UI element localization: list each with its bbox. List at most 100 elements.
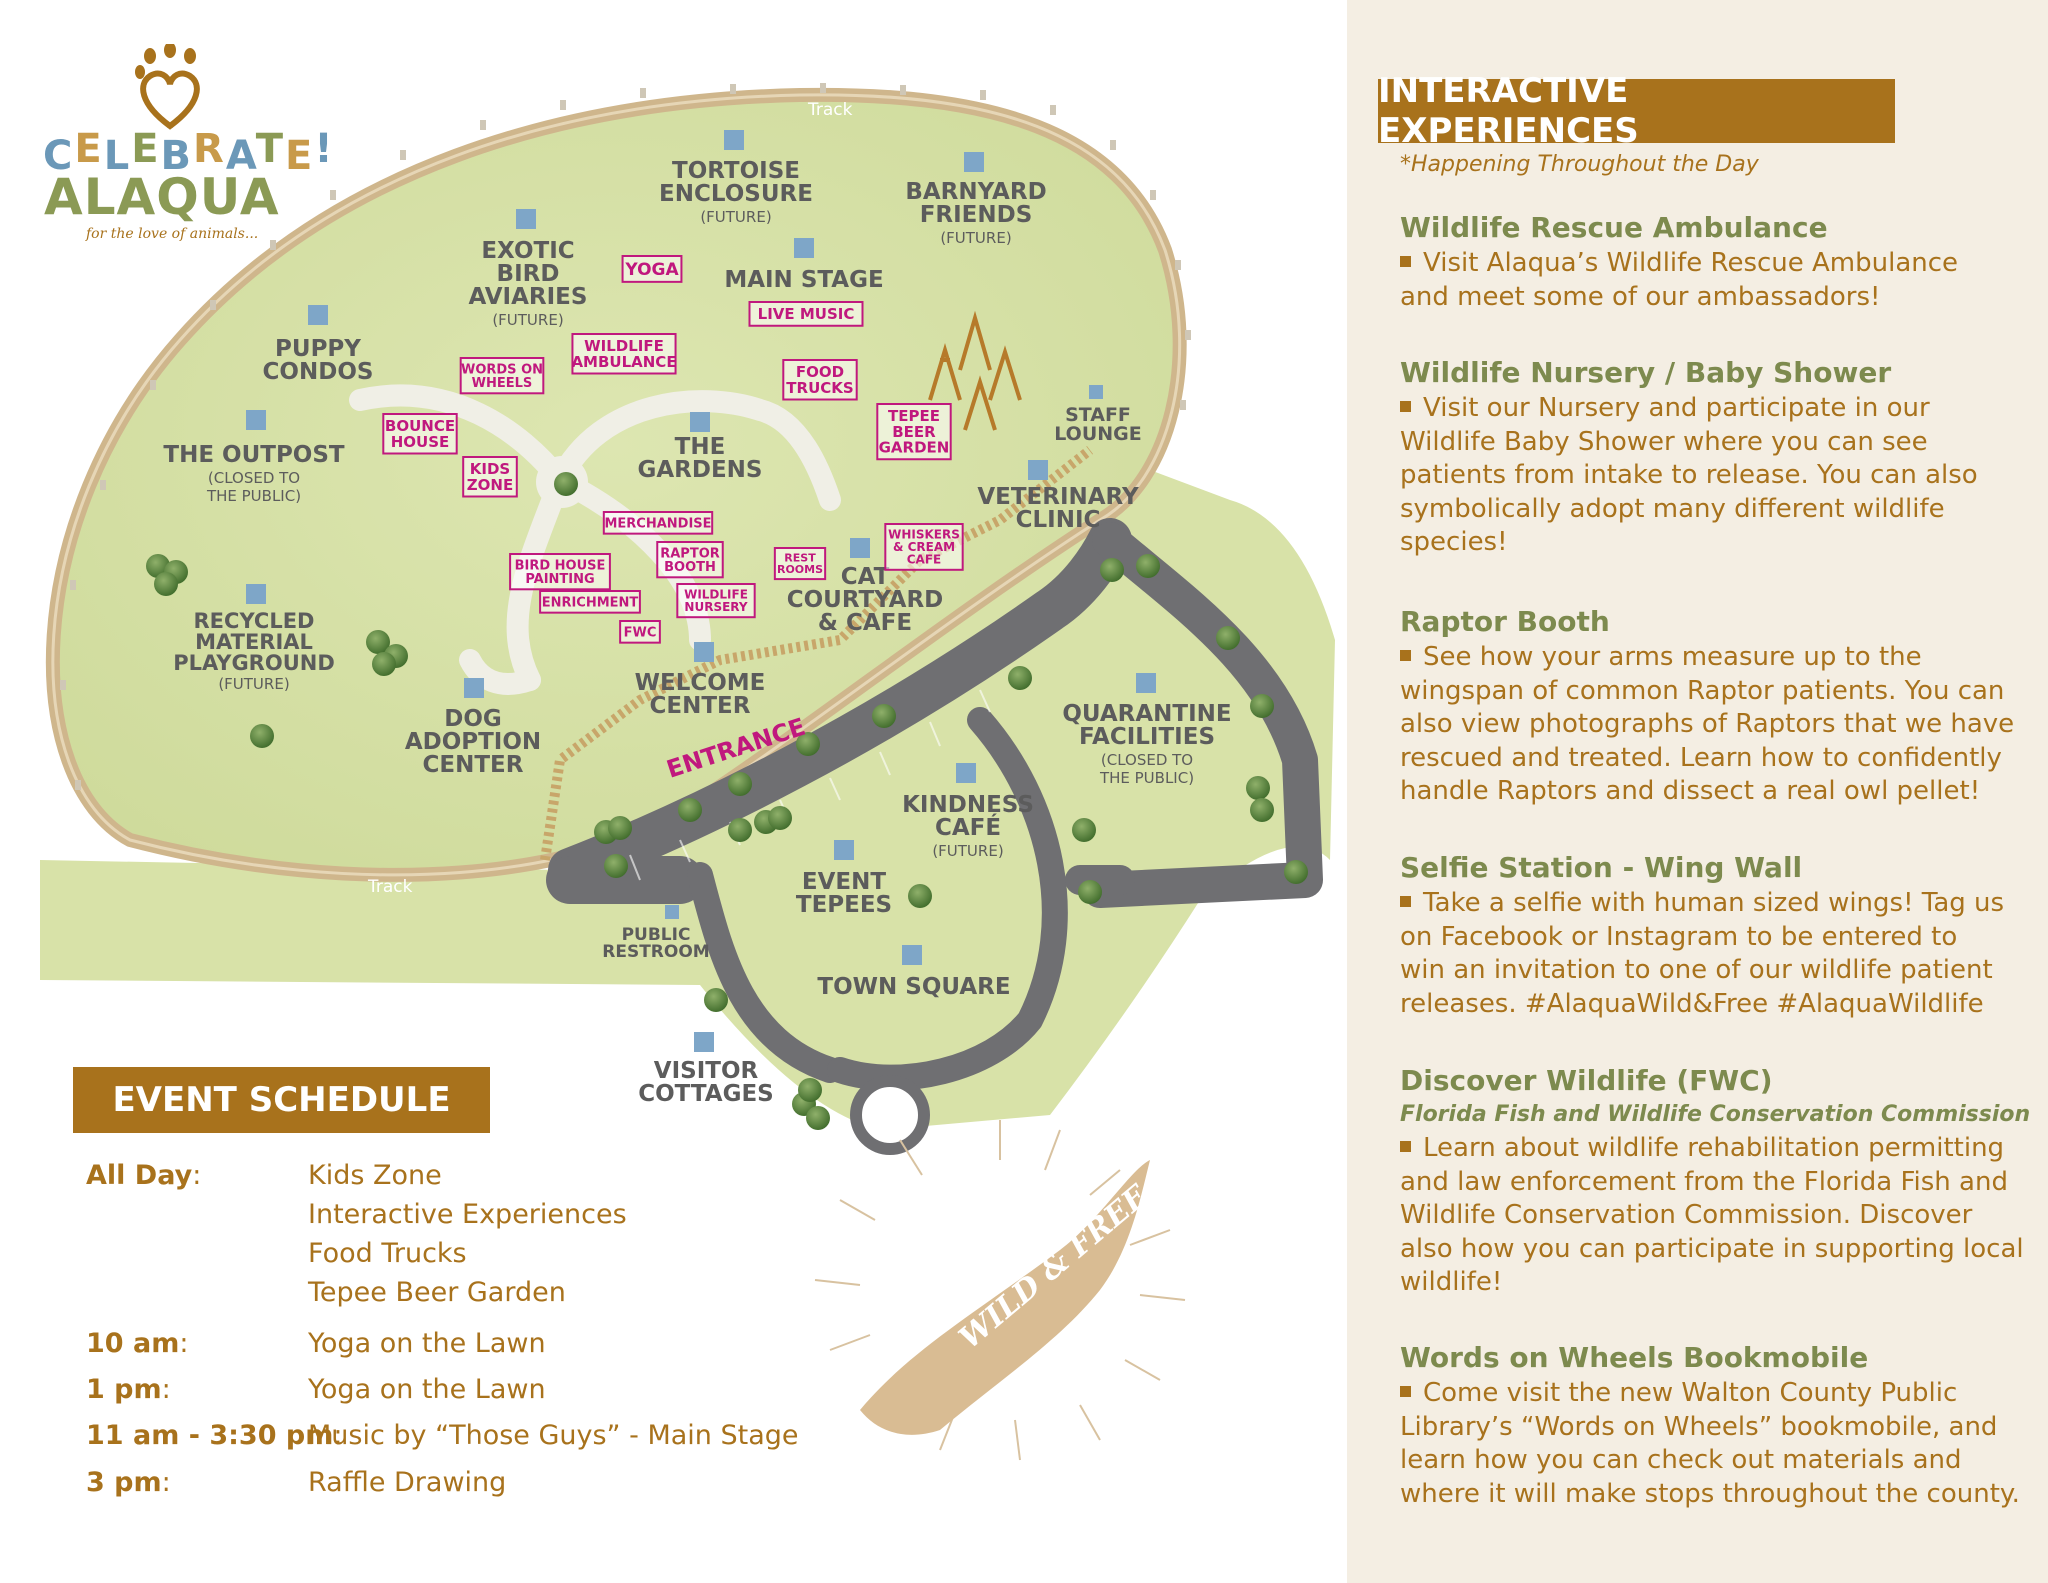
celebrate-letter: T bbox=[255, 126, 285, 172]
activity-name-line: ZONE bbox=[467, 476, 513, 494]
tree-icon bbox=[872, 704, 896, 728]
description-line: patients from intake to release. You can… bbox=[1400, 460, 1978, 491]
activity-box bbox=[884, 523, 964, 571]
activity-name-line: MERCHANDISE bbox=[604, 516, 711, 531]
location-label[interactable]: MAIN STAGE bbox=[724, 267, 883, 293]
tree-icon bbox=[250, 724, 274, 748]
location-name-line: CLINIC bbox=[1016, 507, 1101, 533]
location-name-line: TEPEES bbox=[796, 892, 892, 918]
location-label[interactable]: TOWN SQUARE bbox=[817, 974, 1010, 1000]
location-name-line: PUPPY bbox=[275, 336, 361, 362]
tree-icon bbox=[1250, 694, 1274, 718]
activity-label[interactable]: FWC bbox=[619, 620, 661, 644]
activity-name-line: NURSERY bbox=[684, 600, 747, 614]
location-note-line: (FUTURE) bbox=[218, 675, 289, 693]
location-marker-icon[interactable] bbox=[964, 152, 984, 172]
tree-icon bbox=[1246, 776, 1270, 800]
schedule-activity: Yoga on the Lawn bbox=[308, 1374, 546, 1405]
tree-icon bbox=[1216, 626, 1240, 650]
activity-name-line: PAINTING bbox=[525, 572, 594, 587]
location-marker-icon[interactable] bbox=[1089, 385, 1103, 399]
activity-box bbox=[602, 511, 714, 535]
location-note-line: (FUTURE) bbox=[932, 842, 1003, 860]
description-line: Visit our Nursery and participate in our bbox=[1423, 393, 1930, 423]
celebrate-wordmark: CELEBRATE! bbox=[43, 126, 335, 179]
location-name-line: EXOTIC bbox=[481, 238, 574, 264]
location-marker-icon[interactable] bbox=[694, 642, 714, 662]
location-marker-icon[interactable] bbox=[794, 238, 814, 258]
activity-label[interactable]: ENRICHMENT bbox=[539, 590, 641, 614]
location-marker-icon[interactable] bbox=[308, 305, 328, 325]
activity-box bbox=[621, 255, 683, 283]
location-name-line: PUBLIC bbox=[622, 925, 691, 945]
description-line: symbolically adopt many different wildli… bbox=[1400, 493, 1945, 524]
location-name-line: TORTOISE bbox=[672, 158, 800, 184]
location-marker-icon[interactable] bbox=[1028, 460, 1048, 480]
location-name-line: MATERIAL bbox=[195, 630, 313, 654]
location-name-line: GARDENS bbox=[637, 457, 762, 483]
location-marker-icon[interactable] bbox=[724, 130, 744, 150]
activity-box bbox=[876, 403, 952, 461]
location-marker-icon[interactable] bbox=[516, 209, 536, 229]
tree-icon bbox=[908, 884, 932, 908]
location-marker-icon[interactable] bbox=[850, 538, 870, 558]
tree-icon bbox=[798, 1078, 822, 1102]
location-name-line: BARNYARD bbox=[905, 179, 1046, 205]
location-marker-icon[interactable] bbox=[464, 678, 484, 698]
activity-box bbox=[773, 547, 827, 581]
tree-icon bbox=[366, 630, 390, 654]
location-marker-icon[interactable] bbox=[665, 905, 679, 919]
schedule-activity: Raffle Drawing bbox=[308, 1467, 507, 1498]
activity-name-line: BOUNCE bbox=[385, 417, 455, 435]
tree-icon bbox=[608, 816, 632, 840]
description-line: species! bbox=[1400, 527, 1508, 558]
activity-label[interactable]: YOGA bbox=[621, 255, 683, 283]
description-line: Learn about wildlife rehabilitation perm… bbox=[1423, 1133, 2005, 1163]
location-marker-icon[interactable] bbox=[1136, 673, 1156, 693]
location-marker-icon[interactable] bbox=[902, 945, 922, 965]
location-marker-icon[interactable] bbox=[246, 410, 266, 430]
activity-name-line: TRUCKS bbox=[786, 379, 853, 397]
tree-icon bbox=[1078, 880, 1102, 904]
wild-free-emblem: WILD & FREE bbox=[814, 1120, 1186, 1461]
location-marker-icon[interactable] bbox=[834, 840, 854, 860]
activity-label[interactable]: LIVE MUSIC bbox=[748, 301, 864, 327]
location-marker-icon[interactable] bbox=[246, 584, 266, 604]
location-name-line: CAFÉ bbox=[935, 813, 1001, 841]
location-marker-icon[interactable] bbox=[690, 412, 710, 432]
location-name-line: THE OUTPOST bbox=[163, 442, 345, 468]
location-marker-icon[interactable] bbox=[956, 763, 976, 783]
activity-label[interactable]: MERCHANDISE bbox=[602, 511, 714, 535]
experience-title: Discover Wildlife (FWC) bbox=[1400, 1064, 1773, 1097]
location-marker-icon[interactable] bbox=[694, 1032, 714, 1052]
event-schedule-header: EVENT SCHEDULE bbox=[73, 1067, 490, 1133]
